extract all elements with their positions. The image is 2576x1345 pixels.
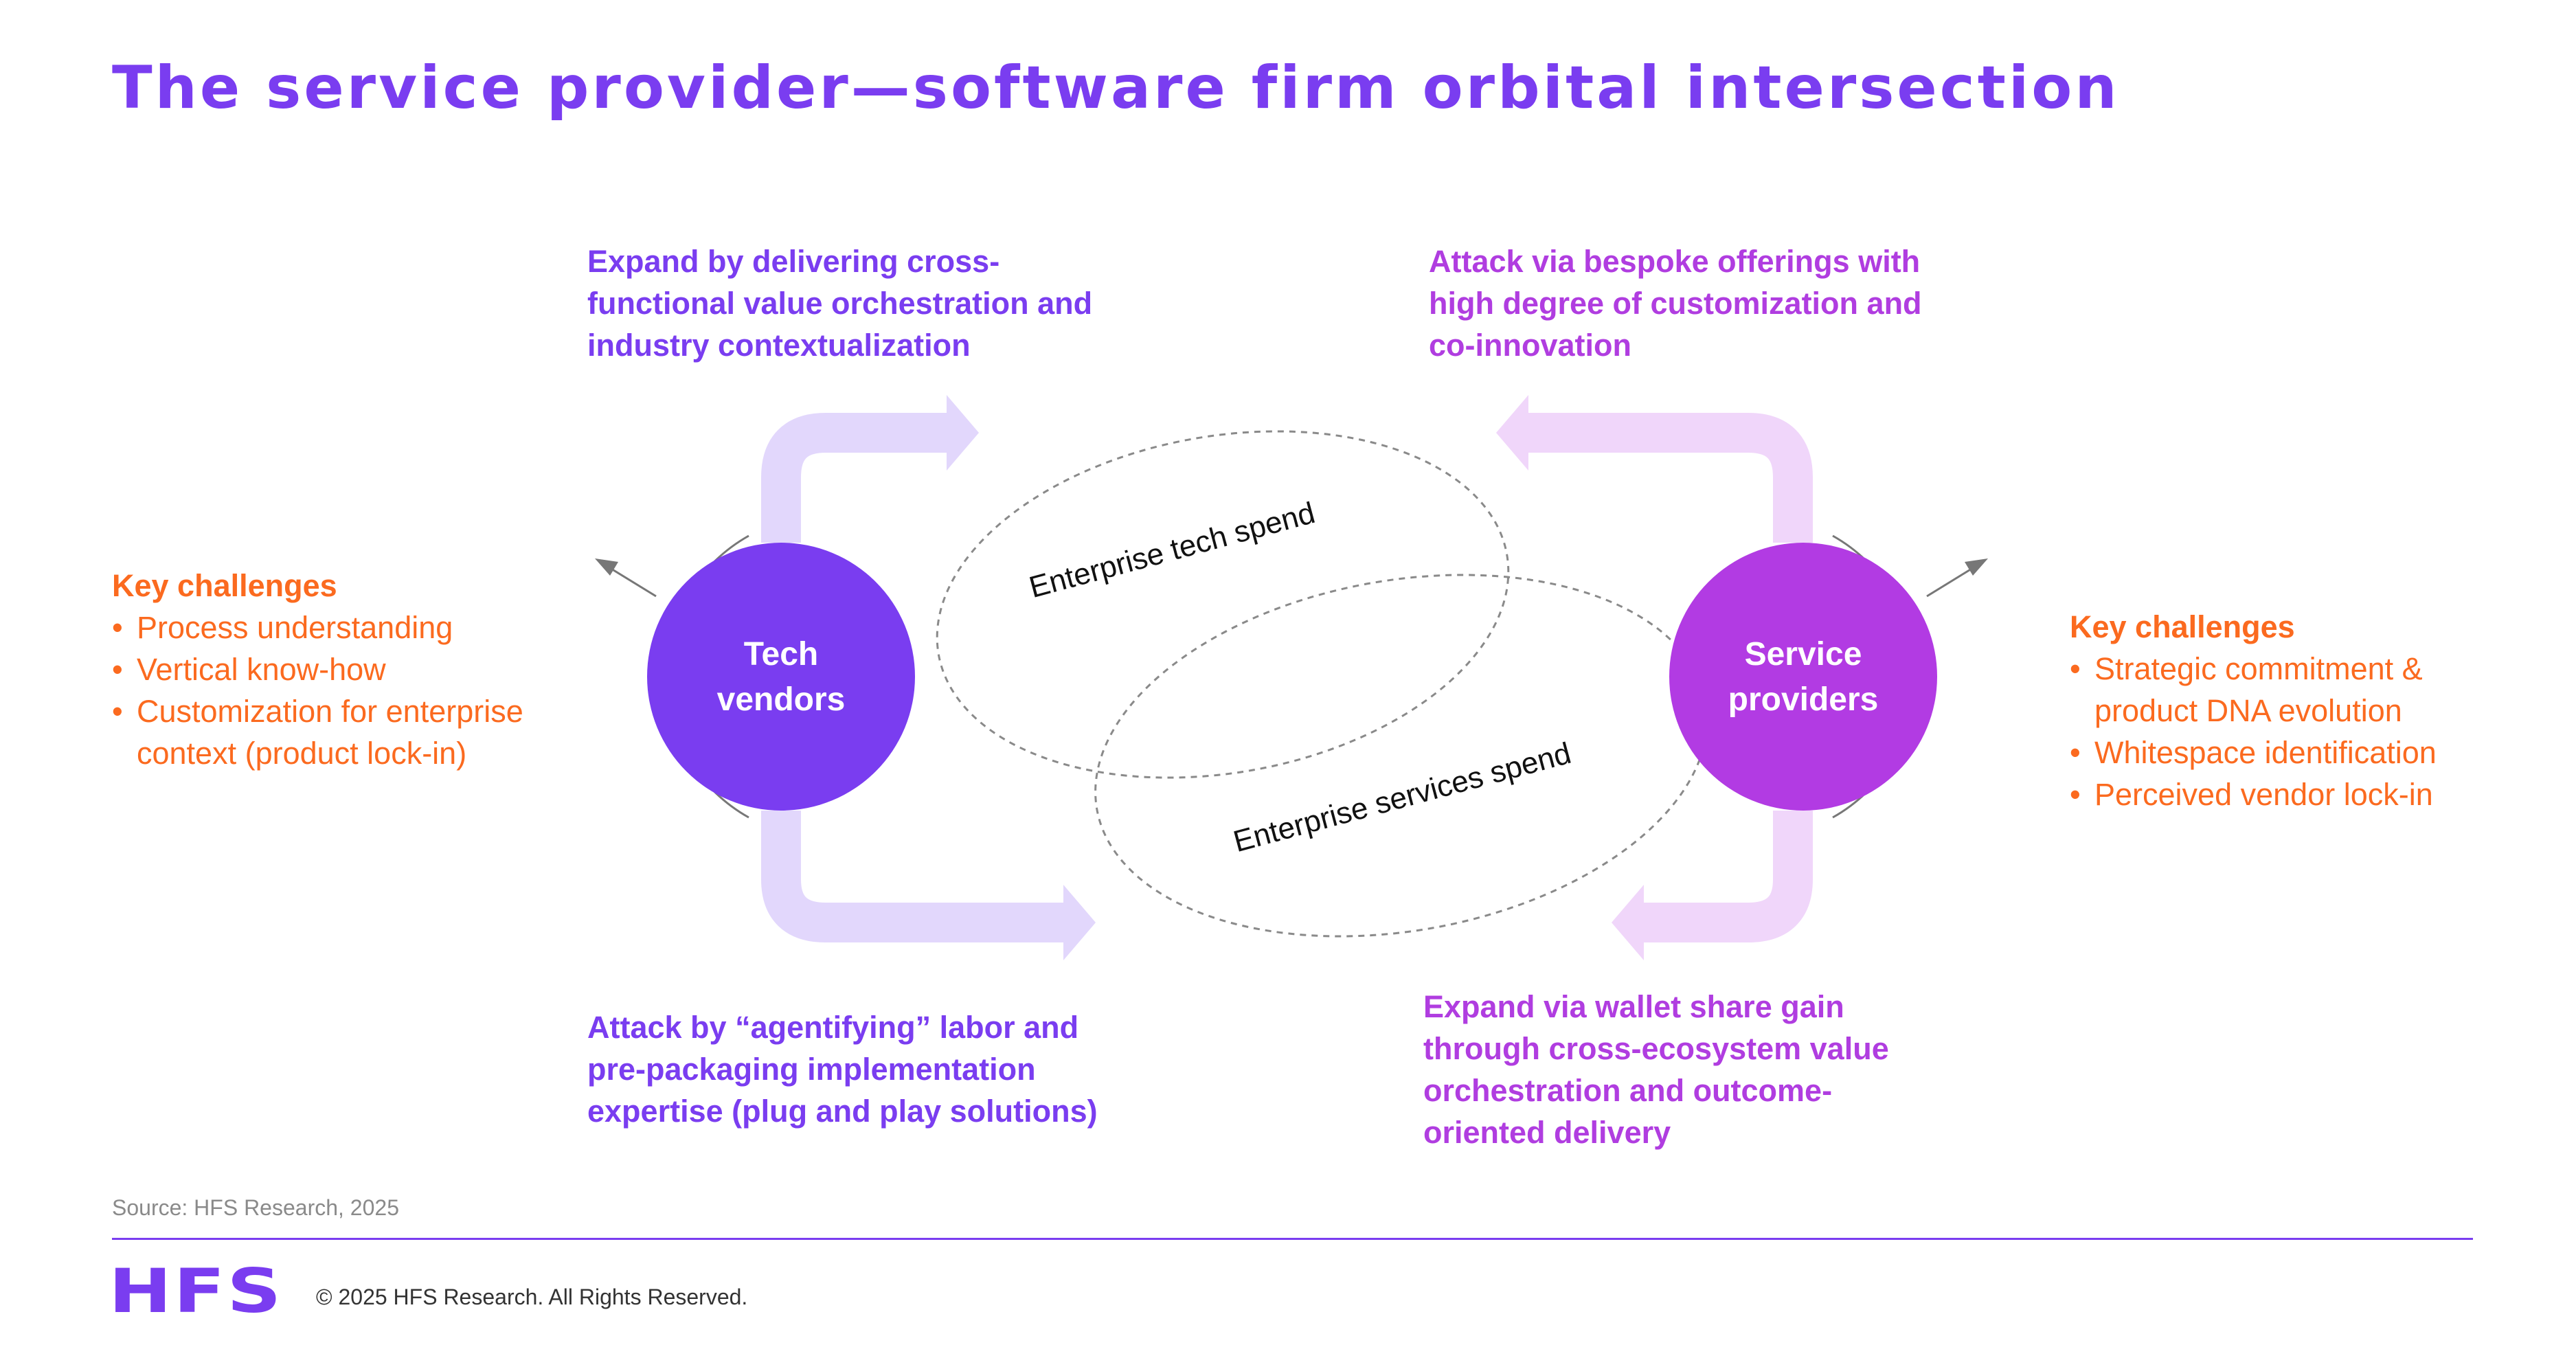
arrow-down-left-service [1640,811,1813,942]
caption-line: expertise (plug and play solutions) [587,1094,1098,1129]
arrow-up-left-service [1525,413,1813,543]
caption-line: Expand by delivering cross- [587,244,1000,279]
caption-line: co-innovation [1429,328,1631,363]
node-service-providers [1669,543,1937,811]
caption-line: Expand via wallet share gain [1423,989,1844,1024]
hfs-logo: HFS [109,1256,283,1326]
outward-arrow-head-tech [595,558,618,576]
service-providers-label: Service providers [1669,632,1937,723]
challenge-item: Strategic commitment & product DNA evolu… [2070,648,2475,732]
caption-top-right: Attack via bespoke offerings with high d… [1429,240,1922,366]
outward-arrow-tech [607,565,657,598]
challenge-item: Perceived vendor lock-in [2070,773,2475,815]
caption-line: oriented delivery [1423,1115,1671,1150]
copyright-text: © 2025 HFS Research. All Rights Reserved… [316,1285,748,1309]
node-tech-vendors [647,543,915,811]
caption-line: pre-packaging implementation [587,1052,1036,1087]
label-services-spend: Enterprise services spend [1230,736,1574,859]
service-providers-line2: providers [1728,681,1879,718]
arrow-down-right-tech [761,811,1068,942]
challenge-item: Process understanding [112,607,552,648]
caption-line: orchestration and outcome- [1423,1073,1833,1108]
footer-divider [112,1238,2473,1240]
key-challenges-right-title: Key challenges [2070,609,2295,644]
challenge-item: Whitespace identification [2070,732,2475,773]
tech-vendors-line1: Tech [743,636,819,672]
arrow-up-right-tech [761,413,951,543]
key-challenges-left-title: Key challenges [112,568,337,603]
caption-line: industry contextualization [587,328,971,363]
label-tech-spend: Enterprise tech spend [1026,496,1318,604]
caption-line: Attack by “agentifying” labor and [587,1010,1079,1045]
caption-line: through cross-ecosystem value [1423,1031,1889,1066]
challenge-item: Customization for enterprise context (pr… [112,690,552,774]
tech-vendors-label: Tech vendors [647,632,915,723]
caption-line: functional value orchestration and [587,286,1093,321]
outward-arrow-service [1926,565,1976,598]
arrow-head-up-right-tech [947,395,979,471]
caption-line: high degree of customization and [1429,286,1922,321]
arrow-head-up-left-service [1496,395,1528,471]
arrow-head-down-left-service [1612,885,1644,960]
page-title: The service provider—software firm orbit… [112,54,2120,122]
caption-top-left: Expand by delivering cross- functional v… [587,240,1092,366]
caption-line: Attack via bespoke offerings with [1429,244,1921,279]
tech-vendors-line2: vendors [716,681,846,718]
arrow-head-down-right-tech [1063,885,1096,960]
service-providers-line1: Service [1744,636,1862,672]
caption-bottom-left: Attack by “agentifying” labor and pre-pa… [587,1006,1098,1132]
caption-bottom-right: Expand via wallet share gain through cro… [1423,986,1889,1153]
key-challenges-right: Key challenges Strategic commitment & pr… [2070,606,2475,815]
challenge-item: Vertical know-how [112,648,552,690]
key-challenges-left: Key challenges Process understanding Ver… [112,565,552,774]
outward-arrow-head-service [1965,558,1988,576]
ellipse-tech-spend [936,430,1510,779]
source-note: Source: HFS Research, 2025 [112,1195,399,1220]
